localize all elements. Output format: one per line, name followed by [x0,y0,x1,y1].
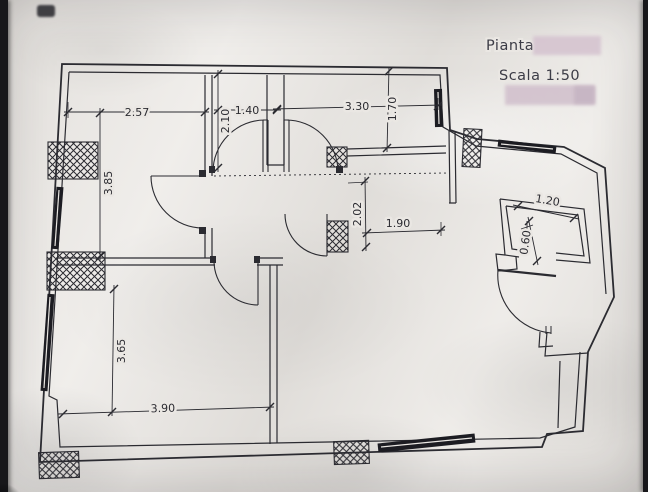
drawing-scale: Scala 1:50 [499,68,580,84]
extension-lines [67,98,442,262]
dimension-top-mid-depth: 2.10 [213,69,235,173]
window-top-right-vertical [434,88,443,128]
column-top-right [461,127,483,169]
dimension-bottom-left-height: 3.65 [107,284,131,417]
columns [37,127,483,480]
wall-hall-bottom [56,257,283,266]
photo-edge-left [0,0,8,492]
dimension-niche-depth: 0.60 [515,216,542,266]
outer-walls [39,63,615,463]
wall-top-right-room [346,145,447,157]
dimension-top-right-depth: 1.70 [382,66,402,153]
door-top-right-room [283,119,339,173]
window-left-lower [40,293,55,392]
door-top-left-room [150,175,204,229]
redaction-box-top [533,36,601,55]
window-bottom [377,433,476,453]
beam-dashed-line [213,172,448,177]
dim-label: 1.90 [386,217,411,230]
title-block: Pianta Scala 1:50 [484,36,601,105]
column-bottom-left [37,450,81,480]
niche-step [495,253,518,272]
photo-top-left-mark [37,5,55,17]
step-detail [538,326,589,429]
wall-vertical-center [269,265,278,444]
drawing-title: Pianta [486,38,534,54]
dimension-right-opening-width: 1.90 [361,215,446,238]
window-top-right-horizontal [497,139,557,154]
wall-top-left-room [204,75,213,258]
dimensions: 2.57 1.40 3.30 2.10 1.70 [57,66,580,419]
niche-room [495,198,591,272]
photo-corner-shadow [0,472,34,492]
dim-label: 2.10 [219,109,232,134]
door-right-room [284,213,328,257]
windows [40,88,557,453]
dimension-top-left-height: 3.85 [95,108,118,261]
column-left-middle [46,251,106,291]
door-jambs [199,166,343,263]
outer-wall-line [39,63,615,463]
niche-inner-wall [505,205,585,257]
wall-top-right-block [448,130,457,204]
redaction-box-bottom [505,85,595,105]
dim-label: 0.60 [517,229,533,255]
dimension-top-mid-width: 1.40 [213,102,282,120]
dim-label: 1.40 [235,104,260,117]
photo-edge-right [643,0,648,492]
dim-label: 3.85 [102,171,115,196]
window-left-upper [51,186,64,250]
dimension-bottom-left-width: 3.90 [57,399,275,419]
niche-outer-wall [499,198,591,264]
doors [150,119,557,334]
dim-label: 2.02 [351,202,364,227]
wall-top-rooms-divider [266,75,285,166]
inner-wall-line-top [68,71,607,295]
dimension-top-left-width: 2.57 [63,104,210,122]
dim-label: 3.90 [150,402,175,416]
door-bottom-left-room [213,260,259,306]
redaction-box-bottom-dark [574,86,595,104]
column-center-lower [326,220,349,253]
dim-label: 2.57 [125,106,150,119]
dim-label: 3.65 [115,339,128,364]
column-left-upper [47,141,99,180]
dimension-right-opening-depth: 2.02 [349,176,371,252]
door-entrance [497,268,557,334]
dim-label: 1.70 [386,97,399,122]
column-bottom-middle [333,439,370,466]
inner-wall-line-bottom [48,71,581,448]
dimension-top-right-width: 3.30 [272,98,443,116]
dim-label: 3.30 [345,100,370,113]
dim-label: 1.20 [534,192,560,209]
door-top-mid-room [212,119,269,173]
